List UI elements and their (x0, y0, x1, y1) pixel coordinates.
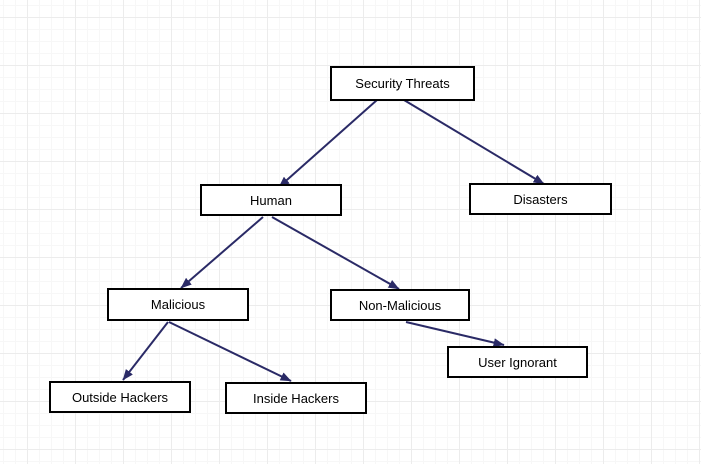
node-non-malicious[interactable]: Non-Malicious (330, 289, 470, 321)
node-disasters[interactable]: Disasters (469, 183, 612, 215)
node-malicious[interactable]: Malicious (107, 288, 249, 321)
node-inside-hackers[interactable]: Inside Hackers (225, 382, 367, 414)
edge-non-malicious-user-ignorant (405, 321, 505, 347)
edge-malicious-outside-hackers (122, 321, 169, 381)
edge-security-threats-human (278, 99, 378, 188)
edge-human-non-malicious (271, 216, 400, 290)
edge-malicious-inside-hackers (168, 321, 292, 382)
node-outside-hackers[interactable]: Outside Hackers (49, 381, 191, 413)
node-human[interactable]: Human (200, 184, 342, 216)
edge-security-threats-disasters (403, 99, 545, 185)
edge-human-malicious (180, 216, 264, 289)
node-security-threats[interactable]: Security Threats (330, 66, 475, 101)
node-user-ignorant[interactable]: User Ignorant (447, 346, 588, 378)
